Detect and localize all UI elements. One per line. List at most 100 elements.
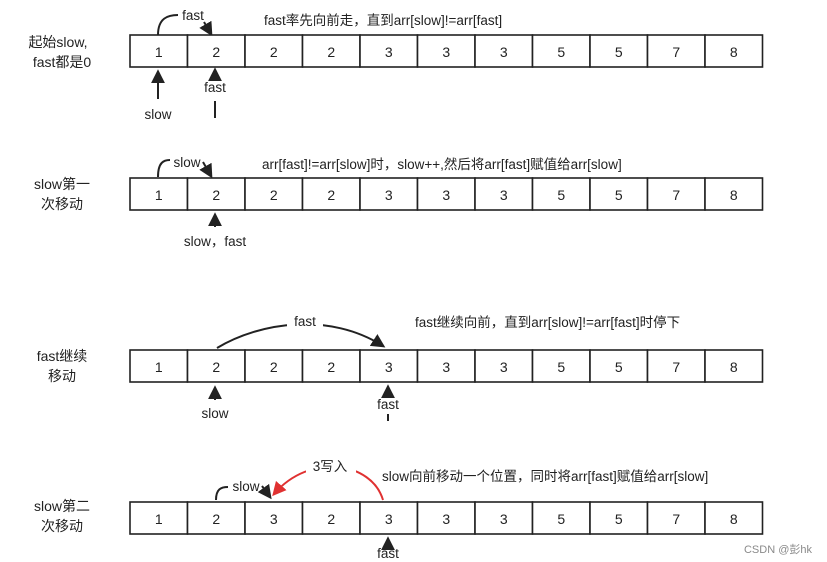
step-2-side-label-line-2: 次移动 xyxy=(41,196,83,212)
step-4-array: 1 2 3 2 3 3 3 5 5 7 8 xyxy=(129,501,764,535)
step-4-write-label-bg xyxy=(306,458,356,474)
array-cell-value: 2 xyxy=(270,187,278,203)
array-cell-value: 3 xyxy=(270,511,278,527)
array-cell-value: 1 xyxy=(155,44,163,60)
step-4-fast-label: fast xyxy=(377,546,399,561)
array-cell-value: 7 xyxy=(672,44,680,60)
array-cell-value: 5 xyxy=(615,511,623,527)
step-1-side-label-line-2: fast都是0 xyxy=(33,54,92,70)
array-cell-value: 8 xyxy=(730,511,738,527)
array-cell-value: 2 xyxy=(327,187,335,203)
array-cell xyxy=(704,349,764,383)
array-cell xyxy=(416,349,476,383)
step-4-slow-arc xyxy=(215,486,229,501)
array-cell-value: 2 xyxy=(270,359,278,375)
array-cell-value: 3 xyxy=(500,511,508,527)
step-1-arc-label: fast xyxy=(182,8,204,23)
array-cell-value: 5 xyxy=(557,511,565,527)
step-1-side-label-line-1: 起始slow, xyxy=(28,34,87,50)
array-cell xyxy=(531,34,591,68)
array-cell-value: 5 xyxy=(557,187,565,203)
array-cell-value: 2 xyxy=(212,187,220,203)
array-cell-value: 3 xyxy=(442,44,450,60)
array-cell xyxy=(129,349,189,383)
step-2-slow-arc xyxy=(157,159,171,178)
array-cell-value: 2 xyxy=(212,44,220,60)
array-cell-value: 7 xyxy=(672,511,680,527)
array-cell xyxy=(129,34,189,68)
step-4-side-label-line-1: slow第二 xyxy=(34,498,90,514)
array-cell-value: 1 xyxy=(155,187,163,203)
array-cell-value: 8 xyxy=(730,359,738,375)
step-2-side-label-line-1: slow第一 xyxy=(34,176,90,192)
array-cell xyxy=(359,349,419,383)
step-1: 起始slow, fast都是0 fast率先向前走，直到arr[slow]!=a… xyxy=(28,8,764,122)
array-cell-value: 7 xyxy=(672,187,680,203)
array-cell-value: 8 xyxy=(730,187,738,203)
array-cell-value: 7 xyxy=(672,359,680,375)
array-cell xyxy=(416,177,476,211)
array-cell xyxy=(244,34,304,68)
array-cell-value: 2 xyxy=(212,511,220,527)
array-cell-value: 3 xyxy=(442,187,450,203)
array-cell-value: 3 xyxy=(385,511,393,527)
array-cell xyxy=(531,501,591,535)
array-cell-value: 5 xyxy=(615,187,623,203)
array-cell xyxy=(186,177,246,211)
array-cell-value: 3 xyxy=(500,187,508,203)
array-cell-value: 3 xyxy=(442,511,450,527)
array-cell xyxy=(704,177,764,211)
array-cell-value: 3 xyxy=(442,359,450,375)
array-cell-value: 2 xyxy=(327,359,335,375)
array-cell xyxy=(244,177,304,211)
array-cell xyxy=(646,349,706,383)
array-cell xyxy=(244,501,304,535)
array-cell-value: 3 xyxy=(500,359,508,375)
step-3-side-label-line-1: fast继续 xyxy=(37,348,88,364)
array-cell xyxy=(359,177,419,211)
step-4-side-label-line-2: 次移动 xyxy=(41,518,83,534)
array-cell-value: 5 xyxy=(557,44,565,60)
step-3-slow-label: slow xyxy=(201,406,228,421)
step-2-arc-label: slow xyxy=(173,155,200,170)
array-cell xyxy=(704,501,764,535)
step-1-fast-label: fast xyxy=(204,80,226,95)
array-cell-value: 3 xyxy=(385,359,393,375)
step-3-fast-label: fast xyxy=(377,397,399,412)
step-4: slow第二 次移动 slow向前移动一个位置，同时将arr[fast]赋值给a… xyxy=(34,458,764,561)
step-3-arc-label: fast xyxy=(294,314,316,329)
step-1-slow-label: slow xyxy=(144,107,171,122)
step-3-array: 1 2 2 2 3 3 3 5 5 7 8 xyxy=(129,349,764,383)
array-cell xyxy=(359,501,419,535)
step-2-note: arr[fast]!=arr[slow]时，slow++,然后将arr[fast… xyxy=(262,156,622,172)
array-cell-value: 5 xyxy=(557,359,565,375)
watermark: CSDN @彭hk xyxy=(744,542,813,556)
step-1-note: fast率先向前走，直到arr[slow]!=arr[fast] xyxy=(264,12,502,28)
step-3-side-label-line-2: 移动 xyxy=(48,368,76,384)
array-cell xyxy=(186,349,246,383)
step-3-arc-label-bg xyxy=(287,313,323,329)
step-4-slow-arc-head xyxy=(257,483,272,500)
step-3: fast继续 移动 fast继续向前，直到arr[slow]!=arr[fast… xyxy=(37,313,764,421)
step-4-arc-label: slow xyxy=(232,479,259,494)
step-1-fast-arc-head xyxy=(199,20,213,37)
array-cell xyxy=(531,349,591,383)
array-cell xyxy=(301,177,361,211)
array-cell xyxy=(646,34,706,68)
array-cell-value: 1 xyxy=(155,359,163,375)
array-cell-value: 2 xyxy=(270,44,278,60)
array-cell-value: 2 xyxy=(212,359,220,375)
array-cell-value: 8 xyxy=(730,44,738,60)
step-2-slow-arc-head xyxy=(199,161,213,179)
array-cell-value: 1 xyxy=(155,511,163,527)
step-3-note: fast继续向前，直到arr[slow]!=arr[fast]时停下 xyxy=(415,314,680,330)
step-4-write-label: 3写入 xyxy=(313,459,348,474)
array-cell-value: 2 xyxy=(327,511,335,527)
step-1-fast-arc xyxy=(157,14,179,36)
array-cell-value: 5 xyxy=(615,359,623,375)
array-cell xyxy=(301,501,361,535)
step-2: slow第一 次移动 arr[fast]!=arr[slow]时，slow++,… xyxy=(34,155,764,249)
array-cell-value: 5 xyxy=(615,44,623,60)
